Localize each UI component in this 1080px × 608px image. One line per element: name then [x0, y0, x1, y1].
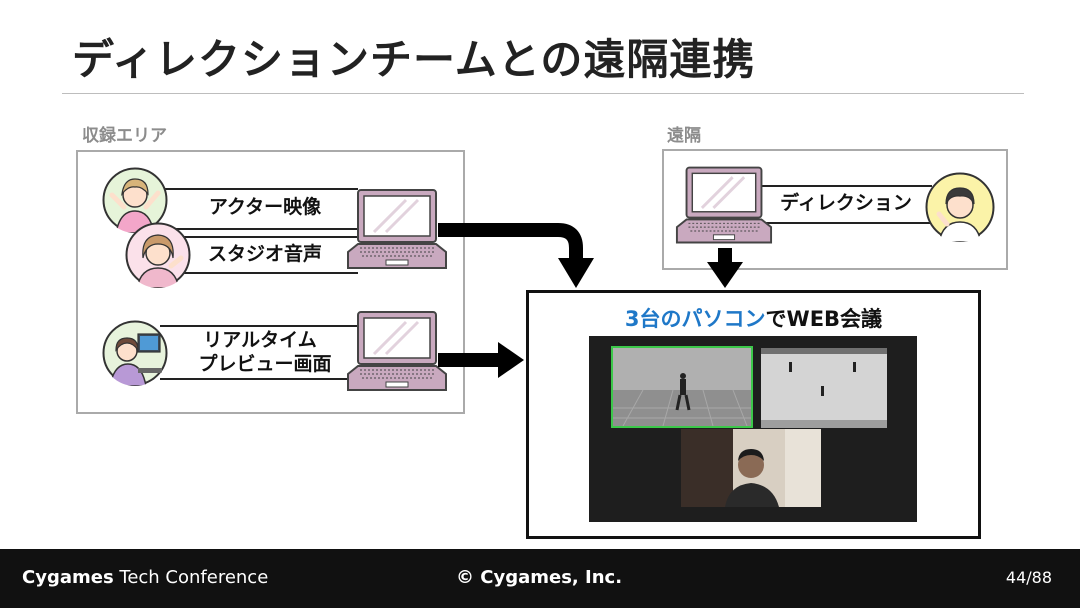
actor-line-top: [160, 188, 358, 190]
slide-title: ディレクションチームとの遠隔連携: [72, 35, 756, 84]
actor-line-bottom: [160, 228, 358, 230]
actor-avatar: [102, 167, 168, 233]
meeting-title-accent: 3台のパソコン: [624, 307, 766, 331]
laptop-icon: [675, 166, 773, 244]
brand-name: Cygames: [22, 567, 114, 588]
arrow-head-down: [707, 262, 743, 288]
arrow-head-down: [558, 258, 594, 288]
recording-area-label: 収録エリア: [82, 126, 167, 146]
laptop-icon: [347, 311, 447, 391]
realtime-label: リアルタイム: [203, 329, 317, 351]
preview-line-top: [160, 325, 358, 327]
preview-line-bottom: [160, 378, 358, 380]
footer-bar: Cygames Tech Conference © Cygames, Inc. …: [0, 549, 1080, 608]
meeting-title-rest: でWEB会議: [765, 307, 883, 331]
direction-label: ディレクション: [780, 192, 912, 214]
remote-area-label: 遠隔: [667, 126, 701, 146]
studio-camera-pane: [611, 346, 753, 428]
meeting-title: 3台のパソコンでWEB会議: [529, 303, 978, 333]
copyright: © Cygames, Inc.: [456, 567, 623, 588]
arrow-recording-to-meeting: [438, 223, 583, 262]
preview-screen-label: プレビュー画面: [198, 353, 332, 375]
operator-avatar: [102, 320, 168, 386]
direction-line-top: [762, 185, 932, 187]
studio-staff-avatar: [125, 222, 191, 288]
conference-brand: Cygames Tech Conference: [22, 567, 268, 588]
brand-subtitle: Tech Conference: [113, 567, 269, 588]
director-camera-pane: [681, 429, 821, 507]
director-avatar: [925, 172, 995, 242]
audio-line-top: [180, 236, 358, 238]
laptop-icon: [347, 189, 447, 269]
studio-audio-label: スタジオ音声: [207, 243, 322, 265]
actor-video-label: アクター映像: [208, 196, 322, 218]
preview-pane: [761, 348, 887, 428]
audio-line-bottom: [180, 272, 358, 274]
page-number: 44/88: [1005, 568, 1052, 587]
meeting-screenshot: [589, 336, 917, 522]
arrow-head-right: [498, 342, 524, 378]
title-divider: [62, 93, 1024, 94]
direction-line-bottom: [762, 222, 932, 224]
